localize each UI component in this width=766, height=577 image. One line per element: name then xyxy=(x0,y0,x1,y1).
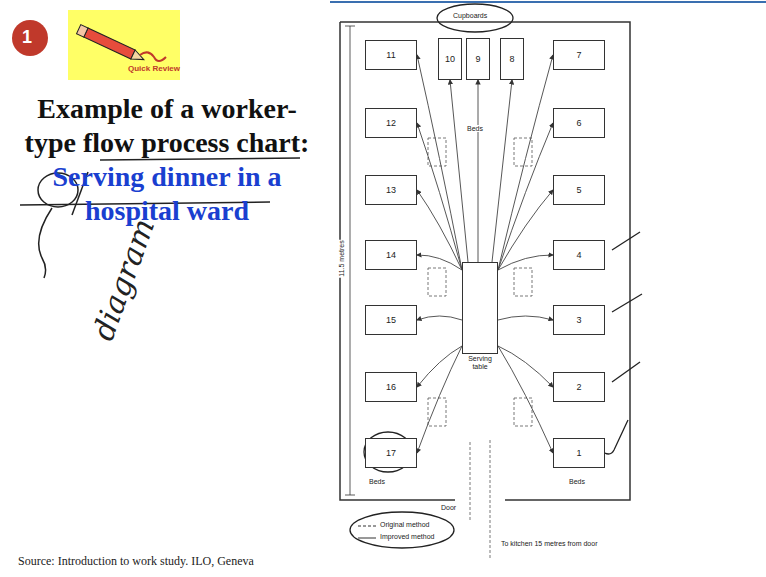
flow-line xyxy=(498,255,553,270)
bed-box: 9 xyxy=(466,38,490,80)
bed-box: 4 xyxy=(553,240,605,270)
bed-box: 2 xyxy=(553,372,605,402)
bed-box: 16 xyxy=(365,372,417,402)
legend-text: Improved method xyxy=(380,533,434,540)
bed-box: 10 xyxy=(438,38,462,80)
flow-line xyxy=(498,190,553,270)
flow-line xyxy=(417,55,462,270)
bed-box: 6 xyxy=(553,108,605,138)
bed-number: 10 xyxy=(445,54,455,64)
bed-box: 1 xyxy=(553,438,605,468)
bed-box: 14 xyxy=(365,240,417,270)
bed-number: 16 xyxy=(386,382,396,392)
legend-text: Original method xyxy=(380,521,429,528)
beds-label: Beds xyxy=(466,125,484,132)
bed-number: 6 xyxy=(576,118,581,128)
flow-line xyxy=(498,346,553,387)
bed-number: 14 xyxy=(386,250,396,260)
table-label: Serving table xyxy=(460,355,500,371)
bed-box: 12 xyxy=(365,108,417,138)
beds-label: Beds xyxy=(568,478,586,485)
bed-box: 5 xyxy=(553,175,605,205)
bed-box: 13 xyxy=(365,175,417,205)
beds-label: Beds xyxy=(368,478,386,485)
bed-box: 8 xyxy=(500,38,524,80)
badge-number: 1 xyxy=(22,27,32,48)
bed-number: 12 xyxy=(386,118,396,128)
flow-line xyxy=(498,55,553,270)
slide-title: Example of a worker-type flow process ch… xyxy=(25,93,310,158)
serving-table: Serving table xyxy=(462,262,498,354)
bed-box: 7 xyxy=(553,40,605,70)
flow-line xyxy=(498,123,553,270)
legend-sample xyxy=(358,538,376,539)
flow-line xyxy=(417,255,462,270)
flow-line xyxy=(417,346,462,387)
bed-number: 2 xyxy=(576,382,581,392)
bed-box: 17 xyxy=(365,438,417,468)
slide-subtitle: Serving dinner in a hospital ward xyxy=(53,161,282,226)
flow-line xyxy=(417,123,462,270)
flow-line xyxy=(450,80,468,262)
cupboards-label: Cupboards xyxy=(452,12,488,19)
bed-number: 7 xyxy=(576,50,581,60)
bed-box: 15 xyxy=(365,305,417,335)
legend-sample xyxy=(358,526,376,527)
flow-line xyxy=(417,190,462,270)
handwritten-note: diagram xyxy=(85,214,161,345)
kitchen-note: To kitchen 15 metres from door xyxy=(500,540,599,547)
dimension-label: 11.5 metres xyxy=(338,239,345,277)
icon-caption: Quick Review xyxy=(128,64,180,73)
bed-number: 17 xyxy=(386,448,396,458)
bed-number: 3 xyxy=(576,315,581,325)
door-label: Door xyxy=(440,504,457,511)
title-block: Example of a worker-type flow process ch… xyxy=(22,92,312,228)
bed-box: 3 xyxy=(553,305,605,335)
bed-number: 11 xyxy=(386,50,395,60)
flow-line xyxy=(417,316,462,320)
bed-number: 8 xyxy=(509,54,514,64)
flow-line xyxy=(478,80,479,262)
flow-line xyxy=(498,346,553,453)
bed-number: 4 xyxy=(576,250,581,260)
flow-line xyxy=(498,316,553,320)
bed-box: 11 xyxy=(365,40,417,70)
flow-line xyxy=(492,80,512,262)
bed-number: 15 xyxy=(386,315,396,325)
bed-number: 9 xyxy=(475,54,480,64)
bed-number: 13 xyxy=(386,185,396,195)
source-note: Source: Introduction to work study. ILO,… xyxy=(18,554,254,569)
bed-number: 1 xyxy=(576,448,581,458)
flow-line xyxy=(417,346,462,453)
bed-number: 5 xyxy=(576,185,581,195)
